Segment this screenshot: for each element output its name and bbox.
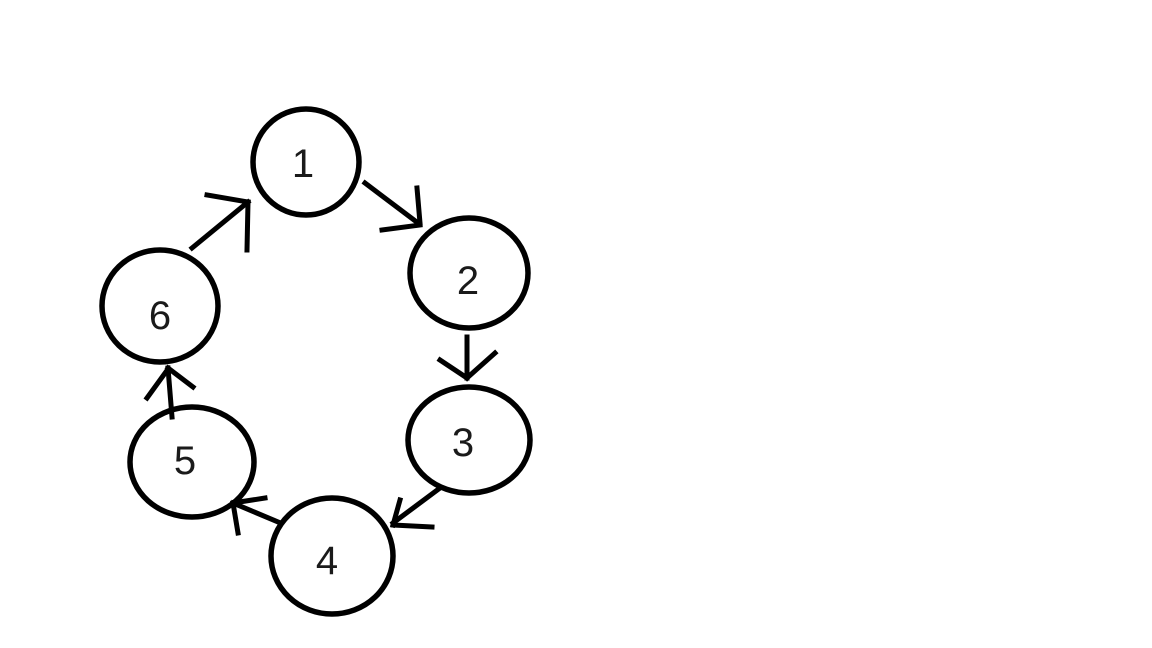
node-label: 1: [292, 142, 314, 186]
node-2: 2: [407, 215, 531, 331]
arrowhead-stroke: [244, 199, 251, 253]
node-label: 2: [457, 259, 479, 303]
node-3: 3: [405, 384, 533, 496]
edge-3-4: [389, 484, 444, 530]
node-circle: [405, 384, 533, 496]
node-label: 6: [149, 294, 171, 338]
node-label: 4: [316, 539, 338, 583]
edge-1-2: [361, 179, 423, 233]
arrowhead-stroke: [390, 522, 435, 530]
node-1: 1: [250, 106, 362, 218]
node-label: 5: [174, 439, 196, 483]
node-circle: [407, 215, 531, 331]
arrow-shaft: [361, 179, 422, 227]
arrowhead-stroke: [379, 222, 423, 233]
arrowhead-stroke: [463, 349, 499, 382]
arrowhead-stroke: [143, 365, 172, 402]
edge-2-3: [436, 334, 499, 382]
node-circle: [268, 495, 396, 617]
arrowhead-stroke: [230, 500, 241, 536]
arrowhead-stroke: [389, 496, 404, 529]
arrowhead-stroke: [204, 192, 251, 205]
node-circle: [99, 247, 221, 365]
node-5: 5: [127, 404, 257, 520]
arrow-shaft: [389, 484, 444, 527]
node-label: 3: [452, 421, 474, 465]
edge-6-1: [188, 192, 252, 253]
arrowhead-stroke: [414, 185, 423, 226]
arrow-shaft: [188, 198, 252, 252]
node-circle: [127, 404, 257, 520]
node-circle: [250, 106, 362, 218]
node-4: 4: [268, 495, 396, 617]
node-6: 6: [99, 247, 221, 365]
arrowhead-stroke: [164, 364, 197, 391]
arrowhead-stroke: [436, 356, 471, 382]
edge-4-5: [229, 495, 282, 536]
arrow-shaft: [229, 499, 282, 526]
